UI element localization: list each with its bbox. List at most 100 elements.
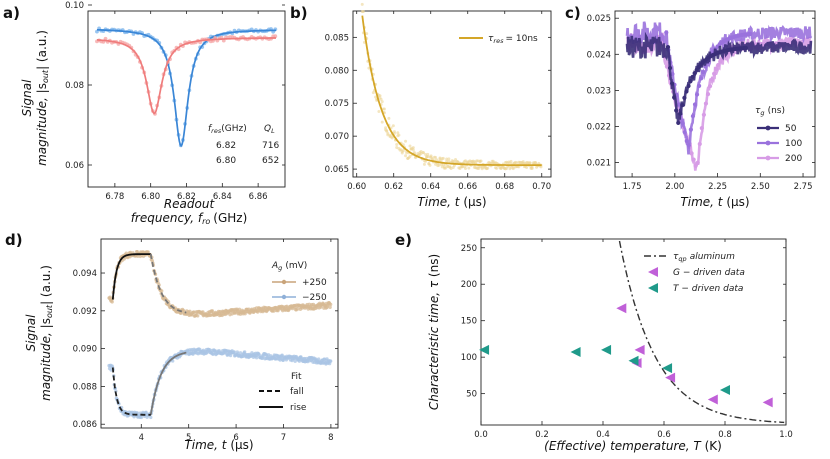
panel-c-point-100 (664, 30, 669, 35)
panel-d-data-point-2 (328, 359, 333, 363)
panel-a-plot-area (95, 26, 278, 148)
panel-b-data-point (445, 157, 449, 161)
panel-d-y-label-line1: Signal (24, 314, 38, 352)
panel-b-data-point (447, 157, 451, 161)
panel-b-xtick-label: 0.66 (458, 182, 477, 192)
panel-c-ytick-label: 0.021 (587, 159, 611, 169)
panel-c-point-100 (701, 69, 706, 75)
panel-d-fit-legend-title: Fit (291, 372, 302, 382)
panel-b-data-point (464, 166, 468, 170)
panel-d-ytick-label: 0.094 (73, 269, 97, 279)
panel-a-xtick-label: 6.80 (141, 192, 160, 202)
panel-a-table-header-q: QL (264, 124, 275, 135)
panel-c-point-100 (697, 83, 702, 88)
panel-d-data-point-1 (108, 295, 112, 299)
panel-e-ytick-label: 250 (461, 244, 477, 254)
panel-c-legend-title: τg(ns) (755, 106, 785, 117)
panel-c-point-50 (674, 108, 679, 113)
panel-b-data-point (377, 110, 381, 114)
panel-c-ytick-label: 0.025 (587, 14, 611, 24)
panel-c-point-100 (680, 121, 685, 126)
panel-e-t-driven-point (662, 363, 673, 374)
panel-c-point-100 (690, 113, 696, 119)
panel-d-legend-label-2: −250 (302, 293, 327, 303)
panel-e-xtick-label: 0.4 (596, 430, 610, 440)
panel-b-data-point (495, 166, 499, 170)
panel-d-data-point-1 (272, 309, 276, 313)
panel-d-ytick-label: 0.092 (73, 307, 97, 317)
panel-c-point-200 (705, 92, 711, 97)
panel-a-ytick-label: 0.06 (65, 161, 84, 171)
panel-b-data-point (395, 143, 399, 147)
panel-e-tau-qp-curve (618, 240, 785, 424)
panel-d-data-point-1 (124, 251, 128, 255)
panel-c-point-200 (714, 66, 719, 72)
panel-d-y-label-line2: magnitude, |sout| (a.u.) (39, 265, 54, 401)
panel-b-data-point (378, 94, 382, 98)
panel-b-data-point (360, 2, 364, 6)
panel-c-point-200 (703, 101, 709, 106)
panel-e-xtick-label: 0.8 (718, 430, 732, 440)
panel-b-data-point (426, 152, 430, 156)
panel-d-legend-title: Ag(mV) (271, 261, 307, 272)
panel-b-data-point (445, 159, 449, 163)
panel-b-data-point (371, 91, 375, 95)
panel-d-data-point-1 (192, 310, 196, 314)
panel-b-xtick-label: 0.62 (384, 182, 403, 192)
panel-c-legend-marker-200 (765, 155, 771, 161)
panel-a-xtick-label: 6.78 (105, 192, 124, 202)
panel-c-ytick-label: 0.023 (587, 86, 611, 96)
panel-e-x-label: (Effective) temperature, T (K) (544, 439, 722, 453)
panel-b-data-point (509, 159, 513, 163)
panel-e-legend-label-3: T − driven data (673, 284, 743, 294)
panel-d-data-point-2 (228, 353, 233, 358)
panel-d-x-label: Time, t (μs) (184, 438, 253, 452)
panel-e-ytick-label: 200 (461, 280, 477, 290)
panel-d-rise-fit-2 (149, 351, 187, 415)
panel-b-ytick-label: 0.085 (325, 33, 349, 43)
panel-c-xtick-label: 1.75 (623, 182, 642, 192)
panel-e-t-driven-point (720, 384, 730, 395)
panel-c-point-50 (678, 111, 683, 116)
panel-b-xtick-label: 0.68 (495, 182, 514, 192)
panel-b-legend-text: τres= 10ns (488, 34, 538, 45)
panel-d-legend-label-1: +250 (302, 278, 327, 288)
panel-e-legend-marker-3 (648, 283, 658, 293)
panel-d-data-point-2 (242, 350, 247, 354)
panel-c-xtick-label: 2.50 (751, 182, 770, 192)
panel-a-x-label-line2: frequency, fro(GHz) (131, 211, 248, 226)
panel-a-xtick-label: 6.82 (177, 192, 196, 202)
panel-b-data-point (441, 156, 445, 160)
panel-a-data-point-2 (273, 34, 278, 39)
panel-e-frame (480, 238, 787, 426)
panel-b-data-point (400, 151, 404, 155)
panel-b-xtick-label: 0.60 (347, 182, 366, 192)
panel-b-data-point (539, 165, 543, 169)
panel-b-ytick-label: 0.075 (325, 99, 349, 109)
panel-d-xtick-label: 8 (328, 433, 333, 443)
panel-b-x-label: Time, t (μs) (417, 195, 486, 209)
panel-d-fit-legend-rise: rise (290, 403, 307, 413)
panel-c-point-100 (682, 130, 687, 135)
panel-b-data-point (361, 9, 365, 13)
panel-a-fit-line-2 (97, 37, 276, 115)
panel-d-legend-marker-1 (281, 279, 287, 285)
panel-c-point-50 (667, 65, 673, 71)
panel-d-ytick-label: 0.090 (73, 345, 97, 355)
panel-a-fit-line-1 (97, 28, 276, 148)
panel-b-xtick-label: 0.70 (532, 182, 551, 192)
panel-e-xtick-label: 0.0 (474, 430, 488, 440)
panel-c-point-50 (692, 71, 697, 76)
panel-d-frame (100, 238, 339, 429)
panel-e-g-driven-point (762, 397, 773, 408)
panel-d-data-point-1 (201, 310, 205, 314)
panel-b-data-point (411, 146, 415, 150)
panel-b-data-point (479, 159, 483, 163)
panel-b-data-point (365, 32, 369, 36)
panel-b-data-point (419, 149, 423, 153)
panel-c-point-100 (676, 102, 681, 107)
